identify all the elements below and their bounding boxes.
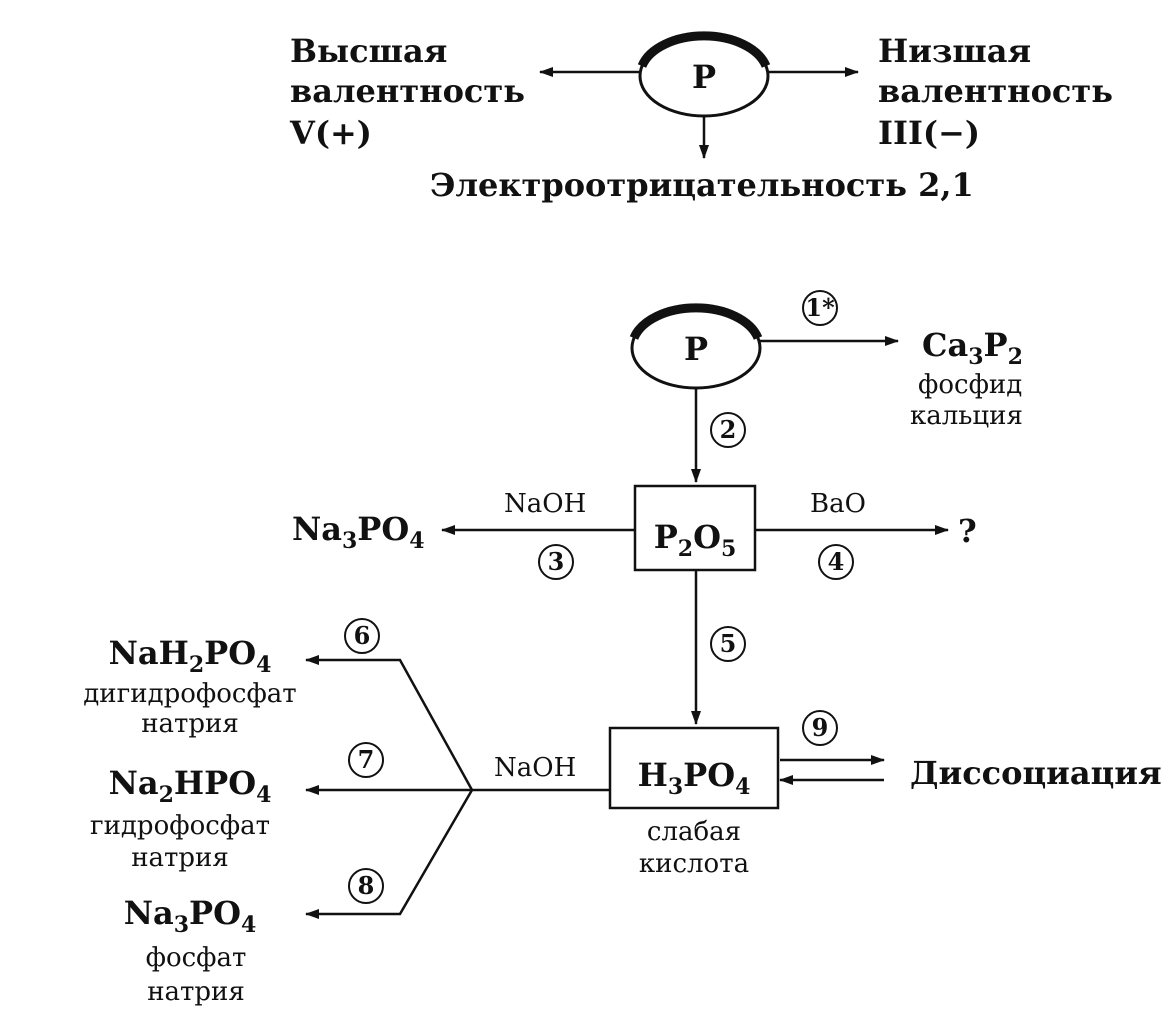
- step-marker-3: 3: [538, 544, 574, 580]
- step-marker-5: 5: [710, 626, 746, 662]
- step-marker-2: 2: [710, 412, 746, 448]
- element-scheme-symbol: P: [684, 330, 708, 368]
- element-node-scheme: P: [629, 303, 763, 390]
- product-1-formula: NaH2PO4: [109, 634, 272, 678]
- acid-note-1: слабая: [647, 817, 741, 847]
- product-2-formula: Na2HPO4: [109, 764, 272, 808]
- step-marker-1: 1*: [802, 290, 838, 326]
- step-label-6: 6: [354, 621, 371, 650]
- unknown-product: ?: [958, 512, 977, 550]
- product-2-name-1: гидрофосфат: [90, 811, 270, 841]
- lower-valence-value: III(−): [878, 114, 980, 152]
- step-label-3: 3: [548, 547, 565, 576]
- product-3-name-1: фосфат: [146, 943, 247, 973]
- higher-valence-value: V(+): [289, 114, 372, 152]
- ca3p2-name-2: кальция: [910, 401, 1023, 431]
- step-label-1: 1*: [805, 293, 835, 322]
- arrow-step-8: [305, 789, 474, 919]
- dissociation-label: Диссоциация: [910, 754, 1162, 792]
- higher-valence-label-2: валентность: [290, 72, 525, 110]
- step-label-7: 7: [358, 745, 375, 774]
- ca3p2-name-1: фосфид: [918, 370, 1022, 400]
- acid-box: H3PO4: [608, 726, 780, 810]
- element-top-symbol: P: [692, 58, 716, 96]
- lower-valence-label-1: Низшая: [878, 32, 1031, 70]
- step-label-4: 4: [828, 547, 845, 576]
- na3po4-left-formula: Na3PO4: [292, 510, 425, 554]
- reagent-bao: BaO: [810, 489, 866, 519]
- step-label-5: 5: [720, 629, 737, 658]
- oxide-box: P2O5: [633, 484, 757, 572]
- higher-valence-label-1: Высшая: [290, 32, 447, 70]
- step-marker-6: 6: [344, 618, 380, 654]
- reagent-naoh-1: NaOH: [504, 489, 586, 519]
- oxide-formula: P2O5: [654, 518, 737, 562]
- acid-note-2: кислота: [639, 849, 749, 879]
- acid-formula: H3PO4: [638, 756, 751, 800]
- product-3-name-2: натрия: [147, 977, 245, 1007]
- product-1-name-1: дигидрофосфат: [83, 679, 296, 709]
- reagent-naoh-2: NaOH: [494, 753, 576, 783]
- lower-valence-label-2: валентность: [878, 72, 1113, 110]
- step-marker-4: 4: [818, 544, 854, 580]
- step-marker-8: 8: [348, 868, 384, 904]
- product-1-name-2: натрия: [141, 709, 239, 739]
- arrow-step-6: [305, 655, 474, 791]
- step-label-2: 2: [720, 415, 737, 444]
- product-2-name-2: натрия: [131, 843, 229, 873]
- element-node-top: P: [637, 31, 771, 118]
- ca3p2-formula: Ca3P2: [922, 326, 1023, 370]
- product-3-formula: Na3PO4: [124, 894, 257, 938]
- electronegativity-label: Электроотрицательность 2,1: [430, 166, 974, 204]
- step-label-8: 8: [358, 871, 375, 900]
- step-marker-7: 7: [348, 742, 384, 778]
- step-label-9: 9: [812, 713, 829, 742]
- step-marker-9: 9: [802, 710, 838, 746]
